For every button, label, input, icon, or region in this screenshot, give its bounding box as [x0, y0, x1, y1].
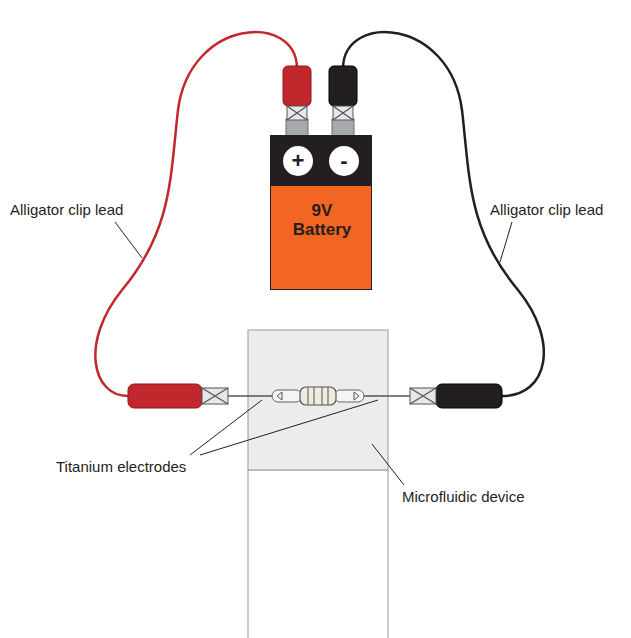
part-label: Alligator clip lead — [10, 201, 123, 219]
terminal-circle: + — [283, 146, 313, 176]
battery: 9V Battery + - — [270, 135, 372, 290]
part-label: Alligator clip lead — [490, 201, 603, 219]
channel-part — [272, 387, 364, 405]
red-clip — [128, 384, 228, 408]
red-lead — [95, 32, 297, 396]
microfluidic-device — [248, 330, 388, 470]
terminal-circle: - — [329, 146, 359, 176]
black-clip — [410, 384, 502, 408]
part-label: Microfluidic device — [402, 488, 525, 506]
leader-line — [200, 400, 378, 455]
battery-label: 9V Battery — [287, 202, 357, 239]
leader-line — [372, 444, 404, 485]
part-label: Titanium electrodes — [56, 458, 186, 476]
terminal-sign: + — [292, 150, 305, 172]
battery-terminal — [332, 119, 354, 136]
black-clip — [329, 66, 357, 120]
leader-line — [500, 222, 512, 262]
terminal-sign: - — [340, 150, 347, 172]
device-stem — [248, 470, 388, 638]
leader-line — [115, 222, 142, 258]
red-clip — [283, 66, 311, 120]
battery-terminal — [286, 119, 308, 136]
